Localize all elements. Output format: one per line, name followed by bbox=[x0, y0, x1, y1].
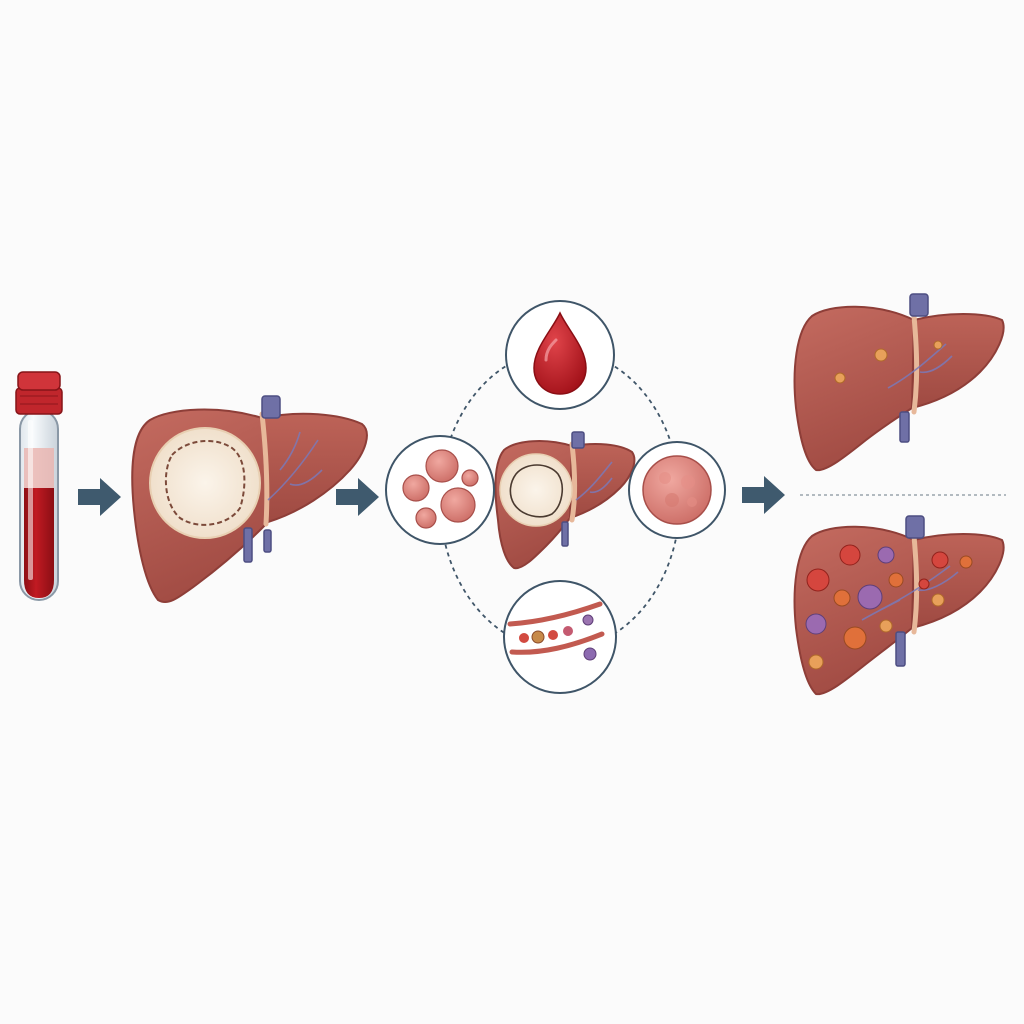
flow-arrow-2 bbox=[336, 478, 379, 516]
liver-few-lesions bbox=[793, 293, 1005, 472]
liver-with-tumor bbox=[131, 395, 368, 604]
lesion-spot bbox=[834, 372, 846, 384]
flow-arrow-3 bbox=[742, 476, 785, 514]
liver-icon bbox=[494, 431, 636, 570]
liver-icon bbox=[793, 293, 1005, 472]
flow-arrow-1 bbox=[78, 478, 121, 516]
analysis-cluster bbox=[385, 300, 726, 694]
lesion-spot bbox=[918, 578, 930, 590]
tumor-region bbox=[149, 427, 261, 539]
lesion-spot bbox=[931, 593, 945, 607]
lesion-spot bbox=[933, 340, 943, 350]
lesion-spot bbox=[877, 546, 895, 564]
lesion-spot bbox=[806, 568, 830, 592]
outcomes bbox=[793, 293, 1006, 696]
blood-drop-inset bbox=[505, 300, 615, 410]
liver-many-lesions bbox=[793, 515, 1005, 696]
test-tube-icon bbox=[15, 371, 63, 601]
liver-icon bbox=[793, 515, 1005, 696]
lesion-spot bbox=[805, 613, 827, 635]
circulating-cells-inset bbox=[503, 580, 617, 694]
lesion-spot bbox=[879, 619, 893, 633]
blood-sample-tube bbox=[15, 371, 63, 601]
lesion-spot bbox=[833, 589, 851, 607]
tumor-nodule-inset bbox=[628, 441, 726, 539]
lesion-spot bbox=[888, 572, 904, 588]
tumor-cells-icon bbox=[402, 449, 479, 529]
tumor-cells-inset bbox=[385, 435, 495, 545]
lesion-spot bbox=[808, 654, 824, 670]
lesion-spot bbox=[839, 544, 861, 566]
lesion-spot bbox=[857, 584, 883, 610]
tumor-nodule-icon bbox=[642, 455, 712, 525]
lesion-spot bbox=[959, 555, 973, 569]
lesion-spot bbox=[931, 551, 949, 569]
lesion-spot bbox=[874, 348, 888, 362]
lesion-spot bbox=[843, 626, 867, 650]
circulating-cells-icon bbox=[507, 601, 605, 661]
blood-drop-icon bbox=[533, 311, 587, 395]
